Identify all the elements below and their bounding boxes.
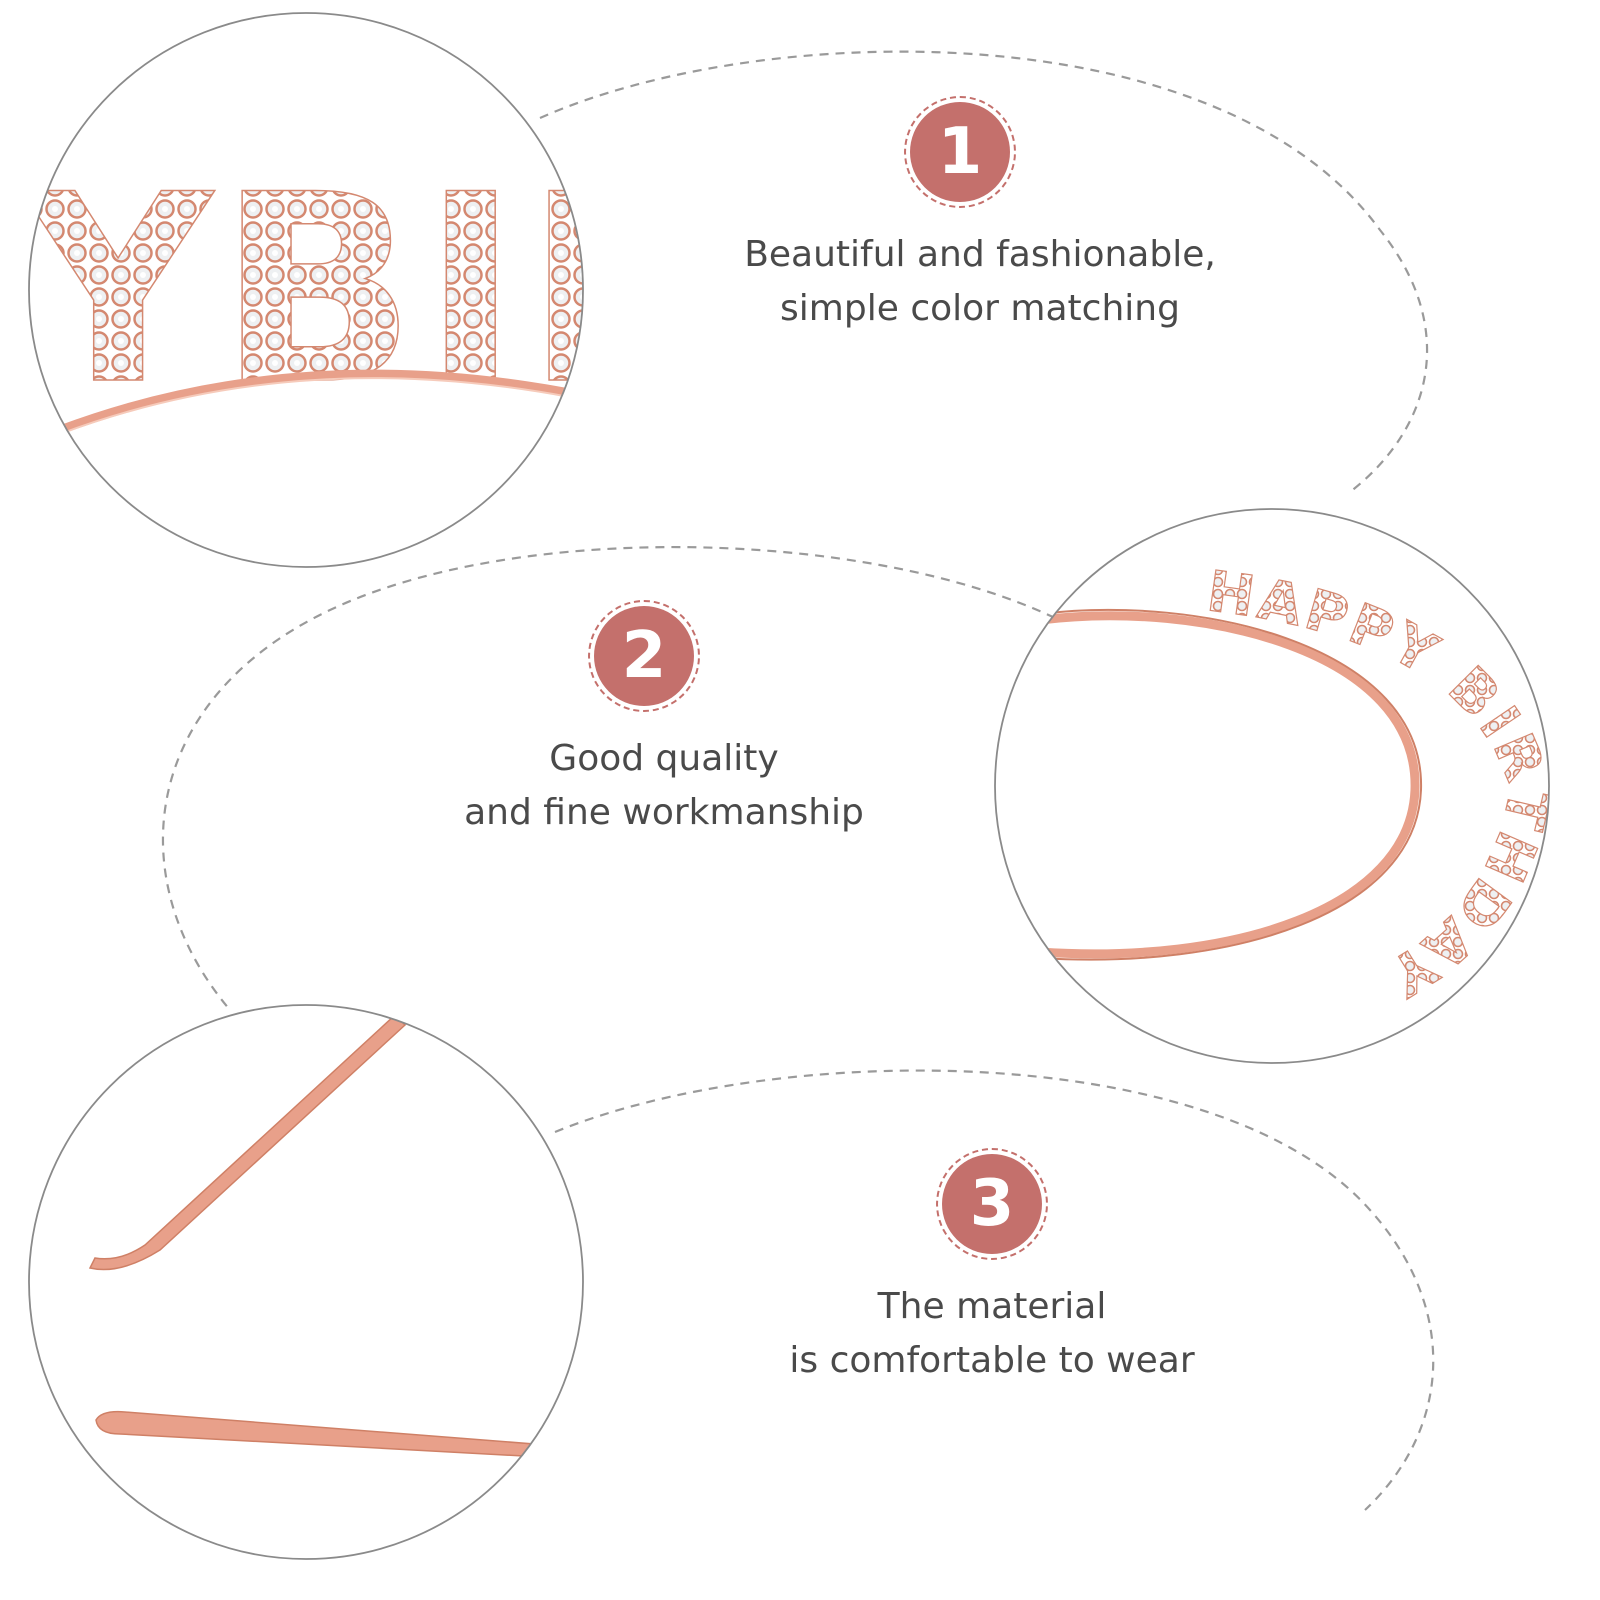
feature-badge-3: 3 <box>936 1148 1048 1260</box>
dashed-arc-1 <box>539 50 1429 493</box>
closeup-image-letters: YBIR <box>20 13 731 567</box>
feature-caption-1: Beautiful and fashionable, simple color … <box>700 228 1260 336</box>
rhinestone-letters-closeup: YBIR <box>20 139 731 443</box>
feature-caption-3: The material is comfortable to wear <box>712 1280 1272 1388</box>
feature-1-line-2: simple color matching <box>780 288 1180 329</box>
feature-caption-2: Good quality and fine workmanship <box>384 732 944 840</box>
feature-badge-2: 2 <box>588 600 700 712</box>
feature-number-1: 1 <box>910 102 1010 202</box>
feature-number-3: 3 <box>942 1154 1042 1254</box>
feature-3-line-2: is comfortable to wear <box>789 1340 1195 1381</box>
feature-badge-1: 1 <box>904 96 1016 208</box>
feature-3-line-1: The material <box>877 1286 1107 1327</box>
feature-2-line-1: Good quality <box>549 738 779 779</box>
tiara-image: HAPPY BIRTHDAY <box>995 509 1549 1063</box>
feature-number-2: 2 <box>594 606 694 706</box>
headband-ends-image <box>29 1005 583 1559</box>
dashed-arc-2 <box>162 546 1056 1011</box>
dashed-arc-3 <box>554 1069 1435 1511</box>
feature-1-line-1: Beautiful and fashionable, <box>744 234 1216 275</box>
svg-text:YBIR: YBIR <box>20 140 731 442</box>
feature-2-line-2: and fine workmanship <box>464 792 864 833</box>
